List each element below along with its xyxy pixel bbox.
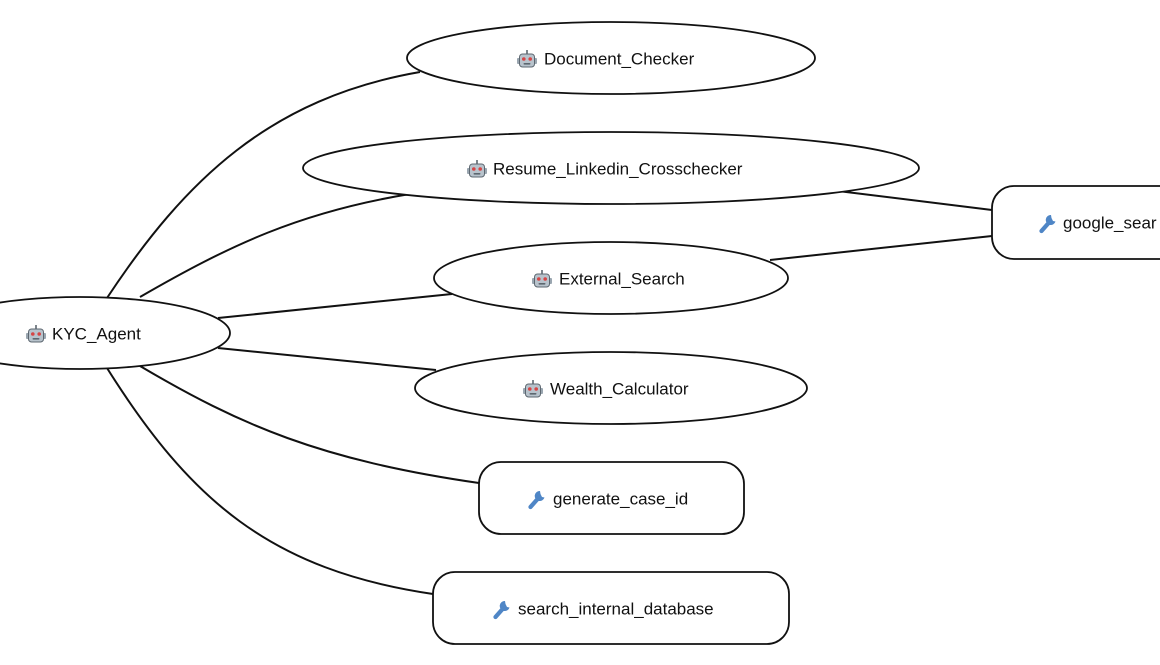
node-label: google_sear [1063,213,1157,232]
node-document-checker[interactable]: Document_Checker [406,21,816,95]
node-shape [991,185,1160,260]
node-wealth-calculator[interactable]: Wealth_Calculator [414,351,808,425]
edge-external-search-to-google-search [769,235,993,261]
node-shape [478,461,745,535]
edges [106,71,993,595]
node-label: KYC_Agent [52,324,141,343]
node-label: External_Search [559,269,685,288]
edge-resume-linkedin-crosschecker-to-google-search [837,190,993,211]
node-shape [432,571,790,645]
node-shape [0,296,231,370]
node-label: generate_case_id [553,489,688,508]
node-resume-linkedin-crosschecker[interactable]: Resume_Linkedin_Crosschecker [302,131,920,205]
node-shape [302,131,920,205]
edge-kyc-agent-to-wealth-calculator [217,347,437,371]
node-generate-case-id[interactable]: generate_case_id [478,461,745,535]
node-label: Resume_Linkedin_Crosschecker [493,159,743,178]
node-label: Wealth_Calculator [550,379,689,398]
node-kyc-agent[interactable]: KYC_Agent [0,296,231,370]
edge-kyc-agent-to-generate-case-id [139,365,480,484]
edge-kyc-agent-to-search-internal-database [106,367,434,595]
edge-kyc-agent-to-resume-linkedin-crosschecker [139,193,411,298]
node-search-internal-database[interactable]: search_internal_database [432,571,790,645]
node-shape [414,351,808,425]
node-label: Document_Checker [544,49,695,68]
edge-kyc-agent-to-external-search [217,293,453,319]
node-shape [433,241,789,315]
edge-kyc-agent-to-document-checker [106,71,421,299]
node-google-search[interactable]: google_sear [991,185,1160,260]
node-external-search[interactable]: External_Search [433,241,789,315]
node-label: search_internal_database [518,599,714,618]
node-shape [406,21,816,95]
